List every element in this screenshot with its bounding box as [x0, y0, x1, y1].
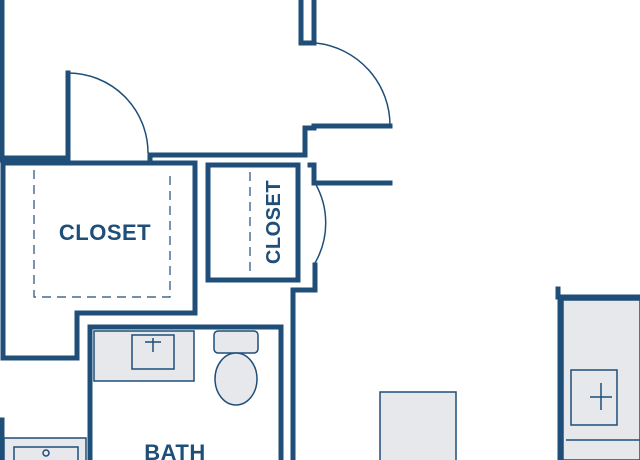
kitchen-faucet-icon	[590, 383, 612, 410]
wall-door-jamb-lower	[307, 162, 393, 186]
bath-label: BATH	[144, 440, 205, 460]
closet-shelves	[33, 170, 251, 298]
wall-upper-left-room	[0, 70, 71, 161]
wall-bath	[87, 324, 284, 460]
door-swing-upper-left	[67, 72, 149, 154]
door-swing-closet	[314, 182, 327, 264]
toilet-icon	[213, 330, 259, 406]
wall-right-column	[290, 262, 318, 460]
kitchen	[562, 299, 640, 460]
closet-left-shelf-outline	[33, 170, 171, 298]
wall-upper-right	[298, 0, 317, 46]
bath-sink	[93, 330, 195, 382]
bathtub-body	[3, 437, 87, 460]
faucet-icon	[145, 338, 161, 352]
closet-right-label: CLOSET	[263, 180, 285, 264]
wall-closet-left	[0, 160, 198, 361]
bathtub-icon	[3, 437, 87, 460]
wall-kitchen	[555, 286, 640, 300]
wall-door-jamb-upper	[302, 123, 393, 131]
toilet-bowl	[214, 352, 258, 406]
closet-left-label: CLOSET	[59, 220, 151, 245]
door-swing-upper-right	[315, 42, 391, 127]
doors	[67, 42, 391, 264]
toilet-tank	[213, 330, 259, 354]
bathtub-basin	[13, 446, 79, 460]
wall-corridor-top	[147, 127, 308, 163]
bathtub-drain	[42, 449, 50, 457]
wall-closet-right	[205, 162, 301, 283]
island-counter	[379, 391, 457, 460]
